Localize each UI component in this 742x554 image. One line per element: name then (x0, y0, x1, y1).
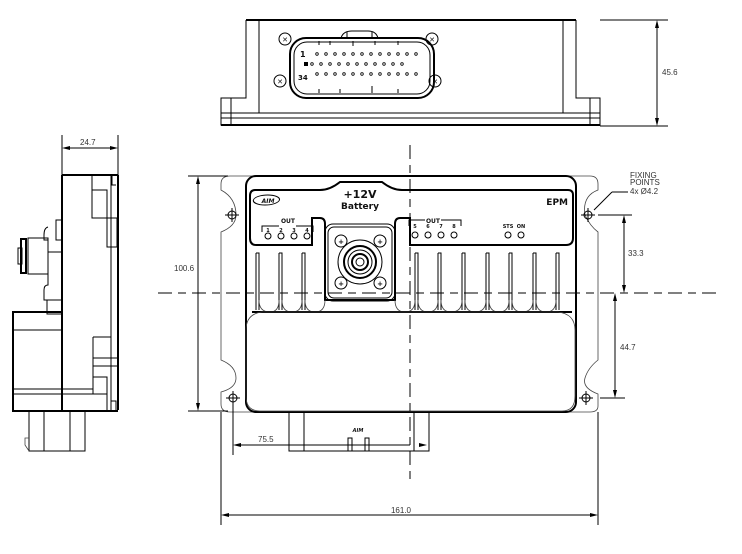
svg-text:44.7: 44.7 (620, 343, 636, 352)
front-view: + + + + AIM +12V Battery EPM OUT 1 2 3 4 (158, 145, 720, 480)
screw-icon: + (334, 276, 348, 290)
svg-text:POINTS: POINTS (630, 178, 660, 187)
svg-text:✕: ✕ (282, 36, 288, 44)
svg-text:100.6: 100.6 (174, 264, 195, 273)
svg-text:8: 8 (452, 224, 456, 230)
dimension-overall-width: 161.0 (220, 412, 599, 525)
svg-text:FIXING: FIXING (630, 171, 657, 180)
fixing-hole-icon (581, 208, 595, 222)
svg-text:+: + (377, 238, 383, 246)
svg-text:161.0: 161.0 (391, 506, 412, 515)
svg-text:3: 3 (292, 228, 296, 234)
fixing-hole-icon (225, 208, 239, 222)
dimension-upper-fixing: 33.3 (598, 214, 644, 293)
svg-text:24.7: 24.7 (80, 138, 96, 147)
battery-label: Battery (341, 202, 379, 212)
screw-icon: ✕ (278, 32, 292, 46)
led-icon (290, 232, 298, 240)
svg-text:7: 7 (439, 224, 443, 230)
led-icon (277, 232, 285, 240)
aim-logo: AIM (252, 194, 280, 206)
led-icon (424, 231, 432, 239)
svg-text:2: 2 (279, 228, 283, 234)
led-icon (504, 231, 512, 239)
status-leds: STS ON (503, 224, 525, 239)
dimension-height-top: 45.6 (600, 19, 678, 127)
screw-icon: + (373, 276, 387, 290)
led-icon (303, 232, 311, 240)
screw-icon: ✕ (428, 74, 442, 88)
top-view: ✕ ✕ ✕ ✕ 1 34 45.6 (220, 19, 678, 127)
out-group-left: OUT 1 2 3 4 (261, 218, 314, 240)
led-icon (517, 231, 525, 239)
svg-text:75.5: 75.5 (258, 435, 274, 444)
svg-text:OUT: OUT (281, 218, 296, 225)
fixing-hole-icon (579, 391, 593, 405)
aim-logo: AIM (352, 428, 364, 434)
dimension-connector-offset: 75.5 (232, 402, 427, 455)
svg-text:6: 6 (426, 224, 430, 230)
svg-text:1: 1 (266, 228, 270, 234)
out-group-right: OUT 5 6 7 8 (408, 218, 462, 239)
led-icon (450, 231, 458, 239)
svg-text:4: 4 (305, 228, 309, 234)
cooling-fins (255, 252, 560, 313)
led-icon (411, 231, 419, 239)
svg-text:45.6: 45.6 (662, 68, 678, 77)
svg-text:4x Ø4.2: 4x Ø4.2 (630, 187, 659, 196)
svg-text:+: + (338, 238, 344, 246)
screw-icon: ✕ (273, 74, 287, 88)
svg-text:✕: ✕ (429, 36, 435, 44)
svg-text:✕: ✕ (432, 78, 438, 86)
dimension-lower-fixing: 44.7 (600, 293, 636, 399)
pin-34-label: 34 (298, 74, 308, 82)
power-label: +12V (343, 188, 377, 201)
svg-text:AIM: AIM (261, 198, 275, 205)
pin-1-label: 1 (300, 50, 306, 59)
svg-text:5: 5 (413, 224, 417, 230)
battery-connector: + + + + (324, 223, 396, 302)
svg-text:33.3: 33.3 (628, 249, 644, 258)
model-label: EPM (546, 198, 568, 208)
screw-icon: ✕ (425, 32, 439, 46)
screw-icon: + (334, 234, 348, 248)
main-connector: ✕ ✕ ✕ ✕ 1 34 (273, 30, 442, 99)
svg-text:ON: ON (517, 224, 525, 230)
svg-text:✕: ✕ (277, 78, 283, 86)
led-icon (264, 232, 272, 240)
svg-text:+: + (338, 280, 344, 288)
side-view: 24.7 (12, 135, 119, 452)
svg-text:+: + (377, 280, 383, 288)
led-icon (437, 231, 445, 239)
svg-text:OUT: OUT (426, 218, 441, 225)
screw-icon: + (373, 234, 387, 248)
svg-text:STS: STS (503, 224, 514, 230)
dimension-height-front: 100.6 (174, 175, 228, 412)
fixing-points-callout: FIXING POINTS 4x Ø4.2 (593, 171, 660, 211)
